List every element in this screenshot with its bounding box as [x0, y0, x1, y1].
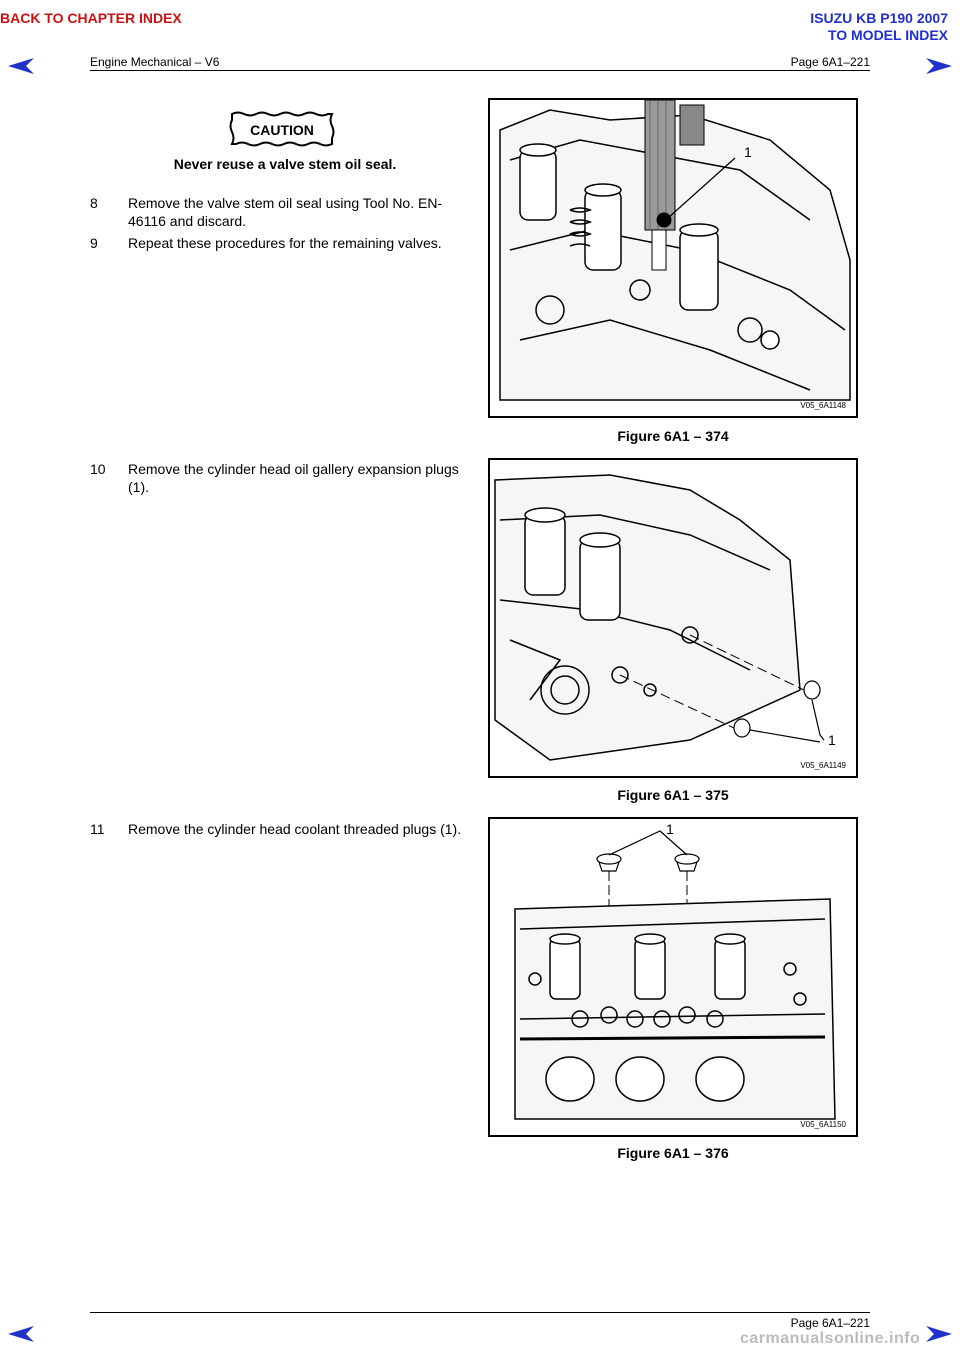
figure-376-caption: Figure 6A1 – 376 — [617, 1145, 729, 1161]
coolant-plug-illustration — [514, 830, 836, 1120]
previous-page-arrow-icon[interactable] — [6, 1324, 36, 1344]
figure-375-code: V05_6A1149 — [800, 761, 846, 770]
footer-page-number: Page 6A1–221 — [790, 1316, 870, 1330]
footer-rule — [90, 1312, 870, 1313]
figure-374-caption: Figure 6A1 – 374 — [617, 428, 729, 444]
oil-gallery-plug-illustration — [494, 474, 825, 761]
figure-376-callout: 1 — [666, 821, 674, 837]
caution-label: CAUTION — [250, 122, 314, 138]
next-page-arrow-icon[interactable] — [924, 56, 954, 76]
figure-374-callout: 1 — [744, 144, 752, 160]
figure-376: 1 V05_6A1150 — [488, 817, 858, 1137]
caution-badge: CAUTION — [229, 111, 335, 147]
watermark: carmanualsonline.info — [740, 1330, 921, 1347]
step-10: 10 Remove the cylinder head oil gallery … — [90, 460, 460, 500]
header-page-number: Page 6A1–221 — [790, 55, 870, 69]
model-title: ISUZU KB P190 2007 — [810, 10, 948, 26]
valve-seal-removal-illustration — [499, 99, 851, 401]
caution-text: Never reuse a valve stem oil seal. — [173, 156, 397, 172]
to-model-index-label: TO MODEL INDEX — [827, 27, 948, 43]
step-text: Remove the valve stem oil seal using Too… — [128, 195, 443, 229]
header-rule — [90, 70, 870, 71]
section-title: Engine Mechanical – V6 — [90, 55, 220, 69]
model-index-link[interactable]: ISUZU KB P190 2007 TO MODEL INDEX — [810, 10, 948, 44]
back-to-chapter-index-link[interactable]: BACK TO CHAPTER INDEX — [0, 10, 182, 26]
step-number: 9 — [90, 235, 98, 251]
figure-375-caption: Figure 6A1 – 375 — [617, 787, 729, 803]
step-text: Remove the cylinder head coolant threade… — [128, 821, 462, 837]
figure-375: 1 V05_6A1149 — [488, 458, 858, 778]
step-number: 10 — [90, 461, 106, 477]
step-text: Repeat these procedures for the remainin… — [128, 235, 442, 251]
previous-page-arrow-icon[interactable] — [6, 56, 36, 76]
step-text: Remove the cylinder head oil gallery exp… — [128, 461, 459, 495]
step-number: 8 — [90, 195, 98, 211]
step-11: 11 Remove the cylinder head coolant thre… — [90, 820, 461, 840]
figure-374: 1 V05_6A1148 — [488, 98, 858, 418]
step-9: 9 Repeat these procedures for the remain… — [90, 234, 460, 254]
figure-374-code: V05_6A1148 — [800, 401, 846, 410]
next-page-arrow-icon[interactable] — [924, 1324, 954, 1344]
figure-375-callout: 1 — [828, 732, 836, 748]
step-number: 11 — [90, 821, 105, 837]
figure-376-code: V05_6A1150 — [800, 1120, 846, 1129]
step-8: 8 Remove the valve stem oil seal using T… — [90, 194, 460, 234]
